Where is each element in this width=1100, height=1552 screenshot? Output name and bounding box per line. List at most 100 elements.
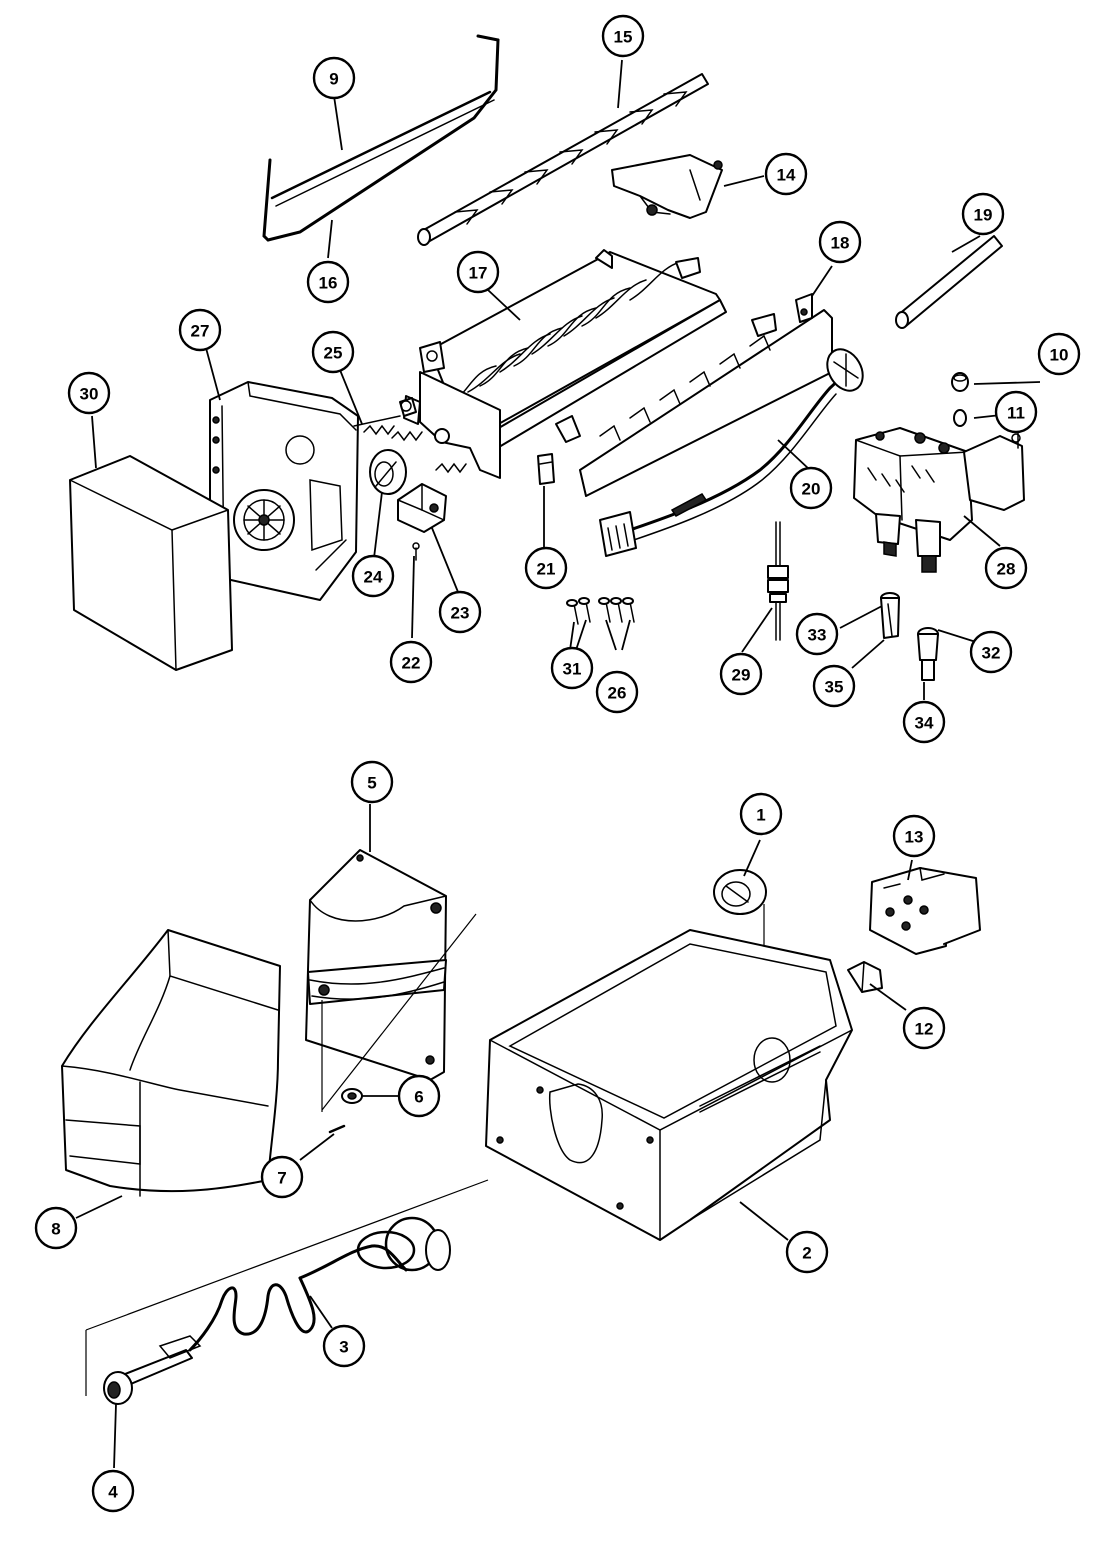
callout-number: 30: [80, 385, 99, 404]
cover-part: [69, 455, 233, 671]
callout-number: 4: [108, 1483, 118, 1502]
screw-part: [412, 542, 420, 561]
callout-circle: [984, 546, 1028, 590]
chute-housing-part: [61, 929, 281, 1197]
callout-23: 23: [438, 590, 482, 634]
callout-circle: [785, 1230, 829, 1274]
callout-circle: [350, 760, 394, 804]
callout-circle: [818, 220, 862, 264]
callout-11: 11: [994, 390, 1038, 434]
callout-number: 11: [1007, 404, 1025, 423]
callout-circle: [260, 1155, 304, 1199]
callout-20: 20: [789, 466, 833, 510]
callout-number: 12: [915, 1020, 934, 1039]
callout-number: 3: [339, 1338, 348, 1357]
callout-number: 16: [319, 274, 338, 293]
callout-number: 7: [277, 1169, 286, 1188]
screws-part: [566, 597, 635, 625]
callout-13: 13: [892, 814, 936, 858]
callout-circle: [892, 814, 936, 858]
callout-circle: [524, 546, 568, 590]
water-valve-part: [853, 423, 1025, 573]
water-tube-part: [767, 521, 789, 641]
callout-number: 25: [324, 344, 343, 363]
callout-circle: [389, 640, 433, 684]
callout-number: 29: [732, 666, 751, 685]
callout-number: 5: [367, 774, 376, 793]
callout-24: 24: [351, 554, 395, 598]
callout-number: 10: [1050, 346, 1069, 365]
callout-circle: [812, 664, 856, 708]
callout-12: 12: [902, 1006, 946, 1050]
callout-26: 26: [595, 670, 639, 714]
callout-number: 8: [51, 1220, 60, 1239]
callout-35: 35: [812, 664, 856, 708]
clip-part: [537, 453, 555, 485]
inlet-fitting-part: [880, 592, 900, 639]
callout-31: 31: [550, 646, 594, 690]
callout-3: 3: [322, 1324, 366, 1368]
callout-circle: [397, 1074, 441, 1118]
callout-circle: [456, 250, 500, 294]
callout-circle: [719, 652, 763, 696]
wiring-harness-part: [599, 348, 864, 557]
callout-number: 22: [402, 654, 421, 673]
callout-circle: [961, 192, 1005, 236]
leader-lines: [75, 59, 1041, 1469]
callout-16: 16: [306, 260, 350, 304]
dispenser-motor-part: [869, 867, 981, 955]
pin-part: [328, 1124, 346, 1134]
callout-circle: [438, 590, 482, 634]
callout-number: 19: [974, 206, 993, 225]
callout-number: 26: [608, 684, 627, 703]
callout-number: 14: [777, 166, 796, 185]
fill-tube-part: [895, 235, 1003, 329]
motor-clip-part: [847, 961, 883, 993]
callout-circle: [601, 14, 645, 58]
callout-number: 33: [808, 626, 827, 645]
callout-4: 4: [91, 1469, 135, 1513]
callout-32: 32: [969, 630, 1013, 674]
callout-18: 18: [818, 220, 862, 264]
callout-number: 28: [997, 560, 1016, 579]
callout-7: 7: [260, 1155, 304, 1199]
callout-10: 10: [1037, 332, 1081, 376]
callout-number: 23: [451, 604, 470, 623]
callout-33: 33: [795, 612, 839, 656]
fitting-part: [951, 372, 969, 392]
callout-circle: [902, 1006, 946, 1050]
callout-circle: [595, 670, 639, 714]
mold-part: [403, 249, 727, 479]
callout-9: 9: [312, 56, 356, 100]
callout-circle: [739, 792, 783, 836]
callout-25: 25: [311, 330, 355, 374]
callout-number: 17: [469, 264, 488, 283]
callout-circle: [178, 308, 222, 352]
nut-part: [341, 1088, 363, 1104]
lever-bracket-part: [611, 154, 723, 219]
outlet-fitting-part: [917, 627, 939, 681]
callout-19: 19: [961, 192, 1005, 236]
callout-29: 29: [719, 652, 763, 696]
callout-27: 27: [178, 308, 222, 352]
callout-number: 34: [915, 714, 934, 733]
callout-number: 13: [905, 828, 924, 847]
callout-number: 15: [614, 28, 633, 47]
callout-circle: [994, 390, 1038, 434]
callout-17: 17: [456, 250, 500, 294]
callout-circle: [789, 466, 833, 510]
callout-8: 8: [34, 1206, 78, 1250]
auger-bearing-part: [103, 1371, 133, 1405]
ice-bucket-part: [485, 929, 853, 1241]
callout-number: 1: [756, 806, 765, 825]
callout-2: 2: [785, 1230, 829, 1274]
motor-module-part: [209, 381, 359, 601]
callout-circle: [795, 612, 839, 656]
callout-circle: [322, 1324, 366, 1368]
callout-22: 22: [389, 640, 433, 684]
callout-circle: [312, 56, 356, 100]
callout-circle: [1037, 332, 1081, 376]
callout-circle: [764, 152, 808, 196]
